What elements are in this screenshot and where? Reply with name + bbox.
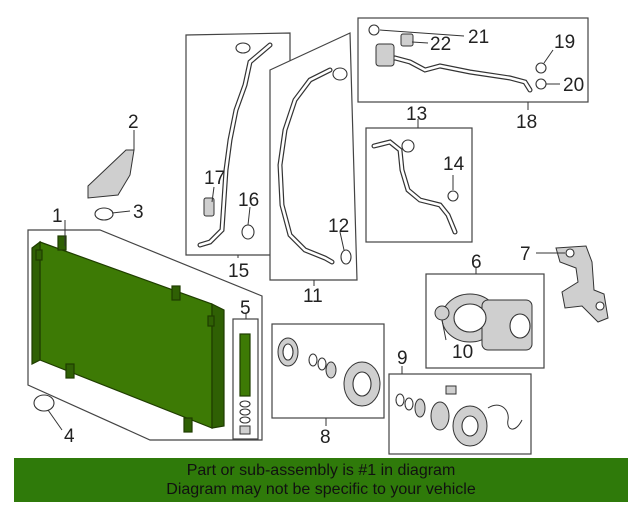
callout-22: 22: [430, 34, 451, 55]
callout-15: 15: [228, 261, 249, 282]
callout-2: 2: [128, 112, 139, 133]
callout-16: 16: [238, 190, 259, 211]
callout-6: 6: [471, 252, 482, 273]
callout-19: 19: [554, 32, 575, 53]
callout-9: 9: [397, 348, 408, 369]
callout-4: 4: [64, 426, 75, 447]
callout-8: 8: [320, 427, 331, 448]
callout-21: 21: [468, 27, 489, 48]
callout-18: 18: [516, 112, 537, 133]
callout-1: 1: [52, 206, 63, 227]
parts-2-3: [87, 149, 135, 221]
callout-17: 17: [204, 168, 225, 189]
group-18-panel: [357, 17, 589, 103]
banner-line-1: Part or sub-assembly is #1 in diagram: [186, 462, 456, 479]
condenser-assembly: [27, 229, 263, 441]
group-11-panel: [269, 32, 358, 281]
group-13-panel: [365, 127, 473, 243]
banner-line-2: Diagram may not be specific to your vehi…: [166, 481, 476, 498]
group-8-panel: [271, 323, 385, 419]
callout-14: 14: [443, 154, 465, 175]
callout-5: 5: [240, 298, 251, 319]
callout-13: 13: [406, 104, 427, 125]
group-6-panel: [425, 273, 545, 369]
callout-labels: 1 2 3 4 5 6 7 8 9 10 11 12 13 14 15 16 1…: [52, 27, 584, 448]
callout-11: 11: [303, 286, 323, 307]
callout-3: 3: [133, 202, 144, 223]
group-9-panel: [388, 373, 532, 455]
leader-lines: [47, 29, 565, 431]
callout-20: 20: [563, 75, 584, 96]
info-banner: Part or sub-assembly is #1 in diagram Di…: [14, 458, 628, 502]
callout-12: 12: [328, 216, 349, 237]
callout-10: 10: [452, 342, 473, 363]
bracket-7: [555, 245, 609, 323]
callout-7: 7: [520, 244, 531, 265]
